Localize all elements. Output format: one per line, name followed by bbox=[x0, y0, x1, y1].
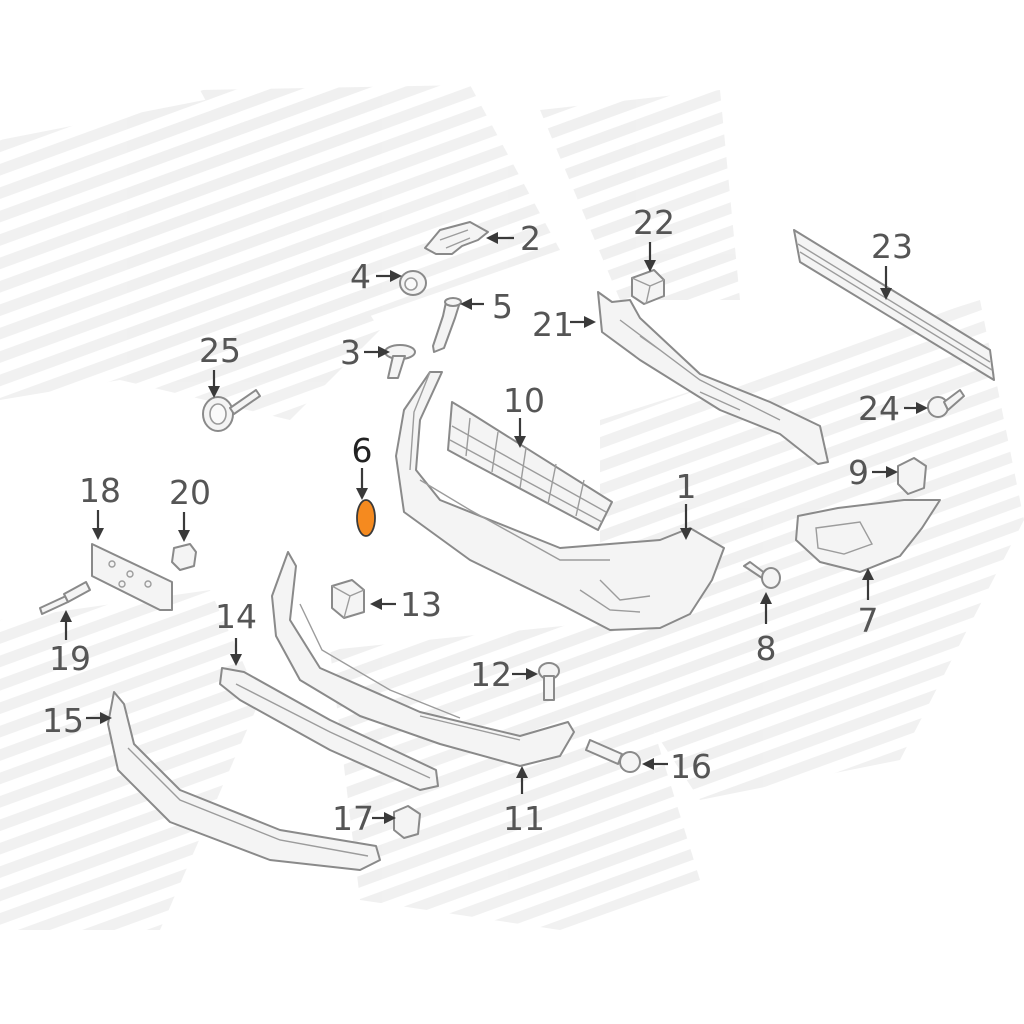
part-1-bumper-cover bbox=[395, 371, 725, 631]
callout-6[interactable]: 6 bbox=[352, 431, 373, 500]
callout-25[interactable]: 25 bbox=[199, 331, 241, 398]
callout-21[interactable]: 21 bbox=[532, 305, 596, 344]
callout-label: 2 bbox=[520, 219, 541, 258]
callout-label: 7 bbox=[858, 601, 879, 640]
callout-4[interactable]: 4 bbox=[350, 257, 402, 296]
callout-20[interactable]: 20 bbox=[169, 473, 211, 542]
callout-2[interactable]: 2 bbox=[486, 219, 541, 258]
callout-5[interactable]: 5 bbox=[460, 287, 513, 326]
part-19-screw bbox=[39, 581, 91, 615]
callout-label: 8 bbox=[756, 629, 777, 668]
callout-24[interactable]: 24 bbox=[858, 389, 928, 428]
part-11-lower-deflector bbox=[271, 551, 575, 767]
callout-label: 15 bbox=[42, 701, 84, 740]
part-2-bracket bbox=[424, 221, 489, 255]
part-23-reinforcement bbox=[793, 229, 995, 381]
callout-11[interactable]: 11 bbox=[503, 766, 545, 838]
callout-15[interactable]: 15 bbox=[42, 701, 112, 740]
callout-label: 25 bbox=[199, 331, 241, 370]
part-22-clip bbox=[631, 269, 665, 305]
callout-7[interactable]: 7 bbox=[858, 568, 879, 640]
callout-label: 24 bbox=[858, 389, 900, 428]
part-18-plate-bracket bbox=[91, 543, 173, 611]
callout-17[interactable]: 17 bbox=[332, 799, 396, 838]
callout-19[interactable]: 19 bbox=[49, 610, 91, 678]
callout-label: 10 bbox=[503, 381, 545, 420]
callout-9[interactable]: 9 bbox=[848, 453, 898, 492]
callout-label: 3 bbox=[340, 333, 361, 372]
callout-label: 20 bbox=[169, 473, 211, 512]
callout-13[interactable]: 13 bbox=[370, 585, 442, 624]
callout-label: 12 bbox=[470, 655, 512, 694]
part-10-grille bbox=[447, 401, 613, 531]
callout-label: 13 bbox=[400, 585, 442, 624]
part-9-clip bbox=[897, 457, 927, 495]
part-20-clip bbox=[171, 543, 197, 571]
part-7-side-trim bbox=[795, 499, 941, 573]
callout-label: 5 bbox=[492, 287, 513, 326]
callout-22[interactable]: 22 bbox=[633, 203, 675, 272]
callout-10[interactable]: 10 bbox=[503, 381, 545, 448]
callout-label: 1 bbox=[676, 467, 697, 506]
callout-label: 16 bbox=[670, 747, 712, 786]
callout-label: 21 bbox=[532, 305, 574, 344]
callout-14[interactable]: 14 bbox=[215, 597, 257, 666]
part-13-clip bbox=[331, 579, 365, 619]
callout-label: 18 bbox=[79, 471, 121, 510]
part-6-highlighted bbox=[356, 499, 376, 537]
part-14-lower-trim bbox=[219, 667, 439, 791]
callout-3[interactable]: 3 bbox=[340, 333, 390, 372]
callout-16[interactable]: 16 bbox=[642, 747, 712, 786]
part-25-tow-eye bbox=[202, 389, 261, 432]
part-16-bolt bbox=[585, 739, 641, 773]
part-15-lower-spoiler bbox=[107, 691, 381, 871]
callout-23[interactable]: 23 bbox=[871, 227, 913, 300]
callout-label: 23 bbox=[871, 227, 913, 266]
callout-label: 17 bbox=[332, 799, 374, 838]
part-3-push-clip bbox=[384, 344, 416, 379]
callout-label: 6 bbox=[352, 431, 373, 470]
callout-1[interactable]: 1 bbox=[676, 467, 697, 540]
callout-label: 11 bbox=[503, 799, 545, 838]
part-24-bolt bbox=[927, 389, 965, 418]
part-17-clip bbox=[393, 805, 421, 839]
callout-label: 14 bbox=[215, 597, 257, 636]
callout-label: 4 bbox=[350, 257, 371, 296]
callout-label: 9 bbox=[848, 453, 869, 492]
callout-8[interactable]: 8 bbox=[756, 592, 777, 668]
callout-label: 22 bbox=[633, 203, 675, 242]
part-12-bolt bbox=[538, 662, 560, 701]
part-5-pin bbox=[432, 297, 462, 353]
callout-label: 19 bbox=[49, 639, 91, 678]
part-8-bolt bbox=[743, 561, 781, 589]
callout-12[interactable]: 12 bbox=[470, 655, 538, 694]
part-4-clip bbox=[399, 270, 427, 296]
callout-18[interactable]: 18 bbox=[79, 471, 121, 540]
part-21-upper-bracket bbox=[597, 291, 829, 465]
